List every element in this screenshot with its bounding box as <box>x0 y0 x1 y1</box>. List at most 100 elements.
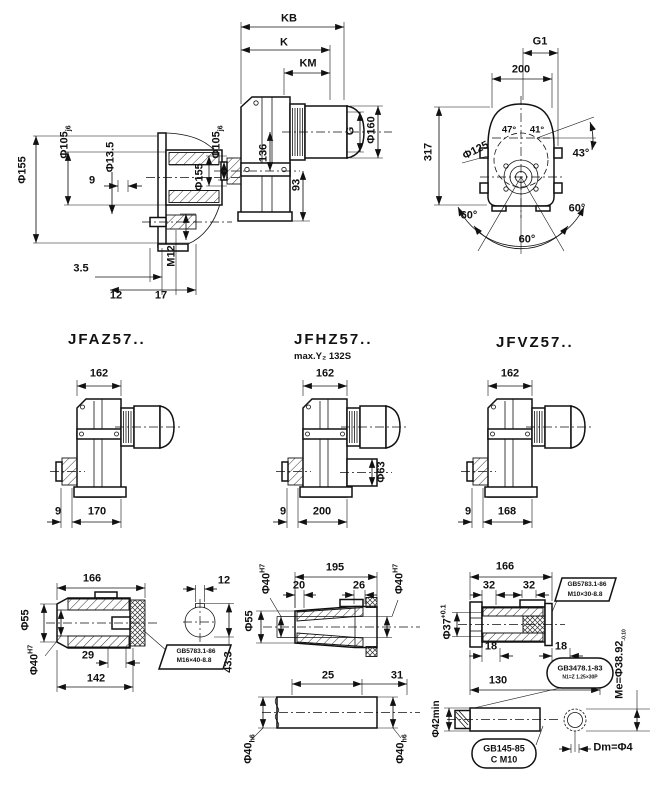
shrinkshaft-dim-20: 20 <box>292 579 306 592</box>
spline-dim-32b: 32 <box>522 579 536 592</box>
spline-note1-standard: GB5783.1-86 <box>567 580 607 588</box>
dim-phi155-front-label: Φ155 <box>193 163 206 191</box>
shrinkshaft-phi40r-tolerance: H7 <box>392 563 400 573</box>
shrinkshaft-dim-31: 31 <box>390 669 404 682</box>
spline-note3-standard: GB145-85 <box>483 743 525 754</box>
view-side-section <box>32 132 240 295</box>
shrinkshaft-phi40l-tolerance: H7 <box>259 563 267 573</box>
dim-93-label: 93 <box>290 178 303 192</box>
jfhz-dim-phi63: Φ63 <box>375 461 388 483</box>
dim-km-label: KM <box>299 57 317 70</box>
dim-phi105-label: Φ105j6 <box>58 125 73 159</box>
dim-m12-label: M12 <box>165 245 178 267</box>
shrinkshaft-phi40h6-right: Φ40h6 <box>394 734 409 764</box>
detail-hollow-shaft-shrink <box>251 572 420 740</box>
angle-47-label: 47° <box>501 124 517 136</box>
jfaz-dim-9: 9 <box>54 505 62 518</box>
dim-phi105-value: Φ105 <box>58 131 71 159</box>
subtitle-jfhz57: max.Y₂ 132S <box>294 351 352 362</box>
dim-phi105-front-tolerance: j6 <box>217 125 225 132</box>
view-jfaz <box>47 380 184 528</box>
jfvz-dim-162: 162 <box>500 367 520 380</box>
jfhz-dim-162: 162 <box>315 367 335 380</box>
shrinkshaft-phi40h7-right: Φ40H7 <box>393 564 406 594</box>
shrinkshaft-phi40hl-value: Φ40 <box>242 742 255 764</box>
keyshaft-dim-166: 166 <box>82 572 102 585</box>
dim-kb-label: KB <box>281 12 297 25</box>
spline-dim-phi42min: Φ42min <box>431 700 442 738</box>
title-jfvz57: JFVZ57.. <box>496 334 574 351</box>
spline-note2-standard: GB3478.1-83 <box>557 663 603 673</box>
detail-spline-shaft <box>444 572 650 769</box>
dim-317-label: 317 <box>422 142 435 162</box>
spline-dim-18a: 18 <box>484 640 498 653</box>
dim-g-label: G <box>344 126 357 136</box>
keyshaft-dim-29: 29 <box>81 649 95 662</box>
spline-dim-130: 130 <box>488 674 508 687</box>
dim-200-label: 200 <box>511 63 531 76</box>
dim-phi105-front-label: Φ105j6 <box>210 125 225 159</box>
shrinkshaft-dim-195: 195 <box>325 561 345 574</box>
angle-60-right-label: 60° <box>568 202 586 215</box>
keyshaft-note-bolt: M16×40-8.8 <box>176 656 212 664</box>
detail-hollow-shaft-key <box>40 583 234 692</box>
spline-dim-32a: 32 <box>482 579 496 592</box>
jfvz-dim-168: 168 <box>497 505 517 518</box>
dim-phi13-5-label: Φ13.5 <box>104 141 117 173</box>
jfaz-dim-170: 170 <box>87 505 107 518</box>
view-end <box>434 48 597 254</box>
shrinkshaft-phi40hl-tolerance: h6 <box>249 734 257 743</box>
shrinkshaft-phi40hr-tolerance: h6 <box>401 734 409 743</box>
spline-dim-166: 166 <box>495 560 515 573</box>
dim-phi155-label: Φ155 <box>16 156 29 184</box>
spline-phi37-tolerance: +0.1 <box>440 604 448 619</box>
dim-3-5-label: 3.5 <box>73 262 89 275</box>
dim-17-label: 17 <box>154 289 168 302</box>
view-jfhz <box>273 380 410 528</box>
spline-dim-me: Me=Φ38.92-0.10 <box>613 629 628 699</box>
dim-phi105-tolerance: j6 <box>65 125 73 132</box>
dim-g1-label: G1 <box>532 35 548 48</box>
spline-dim-phi37: Φ37+0.1 <box>441 604 454 639</box>
spline-dim-dm: Dm=Φ4 <box>593 741 633 754</box>
spline-phi37-value: Φ37 <box>441 618 454 640</box>
dim-12-label: 12 <box>109 289 123 302</box>
dim-phi105-front-value: Φ105 <box>210 131 223 159</box>
jfhz-dim-200: 200 <box>312 505 332 518</box>
keyshaft-dim-43-3: 43.3 <box>222 651 235 673</box>
jfvz-dim-9: 9 <box>464 505 472 518</box>
shrinkshaft-phi40hr-value: Φ40 <box>394 742 407 764</box>
title-jfaz57: JFAZ57.. <box>68 331 146 348</box>
angle-60-bottom-label: 60° <box>518 233 536 246</box>
dim-9-label: 9 <box>88 174 96 187</box>
shrinkshaft-dim-25: 25 <box>321 669 335 682</box>
jfaz-dim-162: 162 <box>89 367 109 380</box>
angle-60-left-label: 60° <box>460 209 478 222</box>
keyshaft-phi40-tolerance: H7 <box>27 644 35 654</box>
title-jfhz57: JFHZ57.. <box>294 331 373 348</box>
keyshaft-phi40-value: Φ40 <box>28 653 41 676</box>
keyshaft-dim-12: 12 <box>217 574 231 587</box>
angle-43-label: 43° <box>572 147 590 160</box>
jfhz-dim-9: 9 <box>279 505 287 518</box>
keyshaft-dim-phi55: Φ55 <box>19 609 32 631</box>
shrinkshaft-phi40h7-left: Φ40H7 <box>260 564 273 594</box>
keyshaft-dim-142: 142 <box>86 672 106 685</box>
spline-me-tolerance: -0.10 <box>621 629 628 641</box>
keyshaft-dim-phi40h7: Φ40H7 <box>28 645 41 675</box>
shrinkshaft-phi40l-value: Φ40 <box>260 572 273 595</box>
spline-note3-type: C M10 <box>490 754 518 765</box>
shrinkshaft-phi40h6-left: Φ40h6 <box>242 734 257 764</box>
shrinkshaft-phi40r-value: Φ40 <box>393 572 406 595</box>
keyshaft-note-standard: GB5783.1-86 <box>176 647 216 655</box>
shrinkshaft-dim-phi55: Φ55 <box>243 610 256 632</box>
view-jfvz <box>458 380 595 528</box>
spline-dim-18b: 18 <box>554 640 568 653</box>
spline-me-value: Me=Φ38.92 <box>613 640 626 699</box>
dim-k-label: K <box>280 36 288 49</box>
dim-136-label: 136 <box>257 143 270 163</box>
angle-41-label: 41° <box>529 124 545 136</box>
spline-note1-bolt: M10×30-8.8 <box>567 590 603 598</box>
